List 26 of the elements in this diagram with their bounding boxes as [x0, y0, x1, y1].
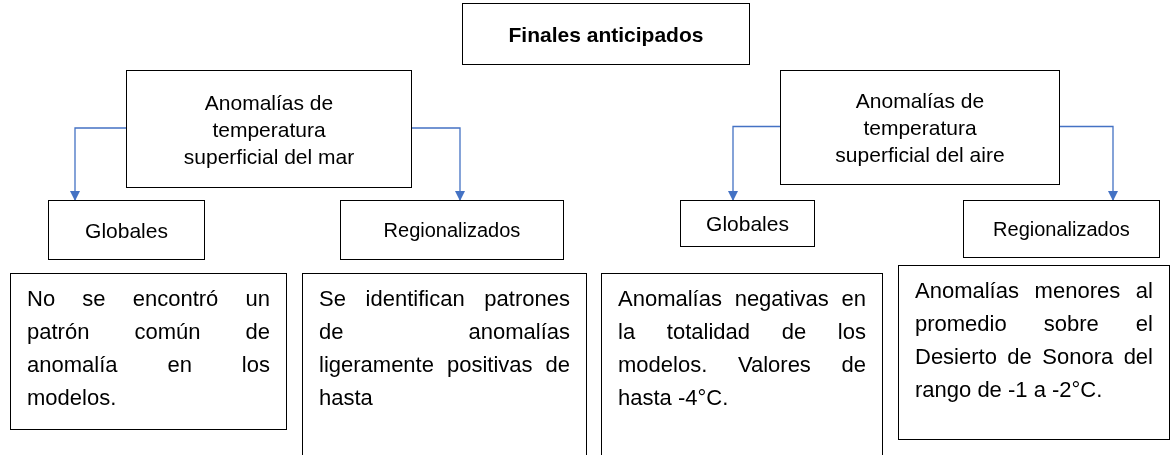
elbow-arrow — [728, 125, 781, 201]
description-text: Anomalías negativas en la totalidad de los modelos. Valores de hasta -4°C. — [618, 285, 866, 412]
category-label: Regionalizados — [383, 217, 521, 243]
description-text: Se identifican patrones de anomalías ligeramente positivas de hasta — [319, 285, 570, 412]
elbow-arrow — [70, 127, 127, 201]
category-label: Anomalías de temperatura superficial del aire — [834, 88, 1006, 168]
description-text: No se encontró un patrón común de anomalía en los modelos. — [27, 285, 270, 412]
category-label: Globales — [706, 211, 789, 237]
category-label: Globales — [85, 217, 168, 244]
title-text: Finales anticipados — [508, 21, 704, 48]
description-box — [10, 273, 287, 430]
category-box — [48, 200, 205, 260]
category-box — [340, 200, 564, 260]
elbow-arrow — [1059, 125, 1118, 201]
category-label: Regionalizados — [993, 216, 1130, 242]
description-box — [302, 273, 587, 455]
category-box — [680, 200, 815, 247]
description-box — [898, 265, 1170, 440]
category-box — [126, 70, 412, 188]
category-box — [963, 200, 1160, 258]
title-box — [462, 3, 750, 65]
description-text: Anomalías menores al promedio sobre el Desierto de Sonora del rango de -1 a -2°C. — [915, 277, 1153, 404]
category-box — [780, 70, 1060, 185]
category-label: Anomalías de temperatura superficial del mar — [182, 89, 356, 170]
description-box — [601, 273, 883, 455]
elbow-arrow — [411, 127, 465, 201]
